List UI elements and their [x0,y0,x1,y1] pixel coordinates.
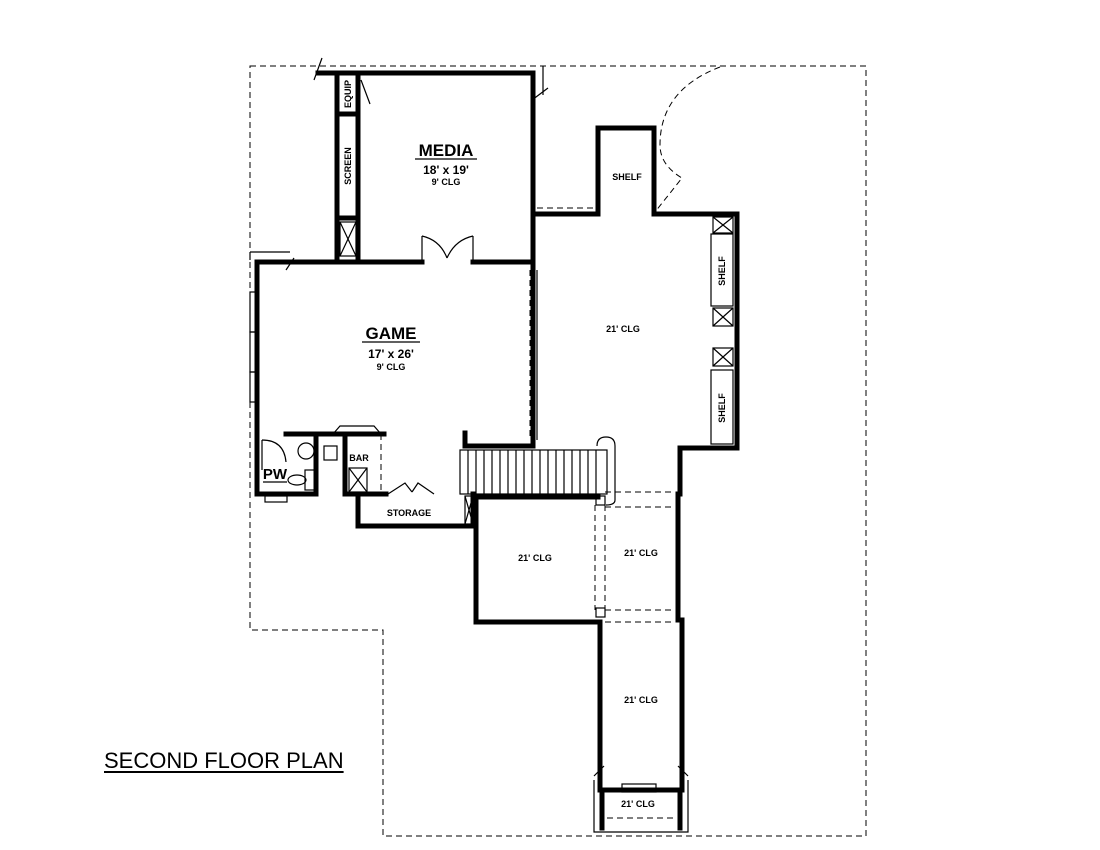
game-dims: 17' x 26' [368,347,414,361]
balcony [593,780,689,833]
open-area [534,125,740,497]
shelf-top-label: SHELF [612,172,642,182]
plan-title: SECOND FLOOR PLAN [104,748,344,773]
balcony-ceiling: 21' CLG [621,799,655,809]
game-label: GAME [366,324,417,343]
corridor-ceiling: 21' CLG [624,695,658,705]
door-swing-arc [654,66,721,213]
shelf-right-upper-label: SHELF [717,256,727,286]
media-dims: 18' x 19' [423,163,469,177]
corridor-room [593,617,689,793]
lower-right-room [594,491,681,623]
powder-label: PW [263,466,288,483]
screen-label: SCREEN [343,147,353,185]
storage-label: STORAGE [387,508,431,518]
media-label: MEDIA [419,141,474,160]
lower-right-ceiling: 21' CLG [624,548,658,558]
roof-outline [249,65,867,837]
bar-label: BAR [349,453,369,463]
game-ceiling: 9' CLG [377,362,406,372]
game-room [249,251,538,497]
staircase [459,430,616,506]
media-room [313,57,549,267]
media-ceiling: 9' CLG [432,177,461,187]
lower-left-ceiling: 21' CLG [518,553,552,563]
shelf-right-lower-label: SHELF [717,393,727,423]
open-area-ceiling: 21' CLG [606,324,640,334]
service-cluster [254,425,476,529]
media-double-door [421,235,474,262]
equip-label: EQUIP [343,80,353,108]
lower-left-room [473,494,606,625]
